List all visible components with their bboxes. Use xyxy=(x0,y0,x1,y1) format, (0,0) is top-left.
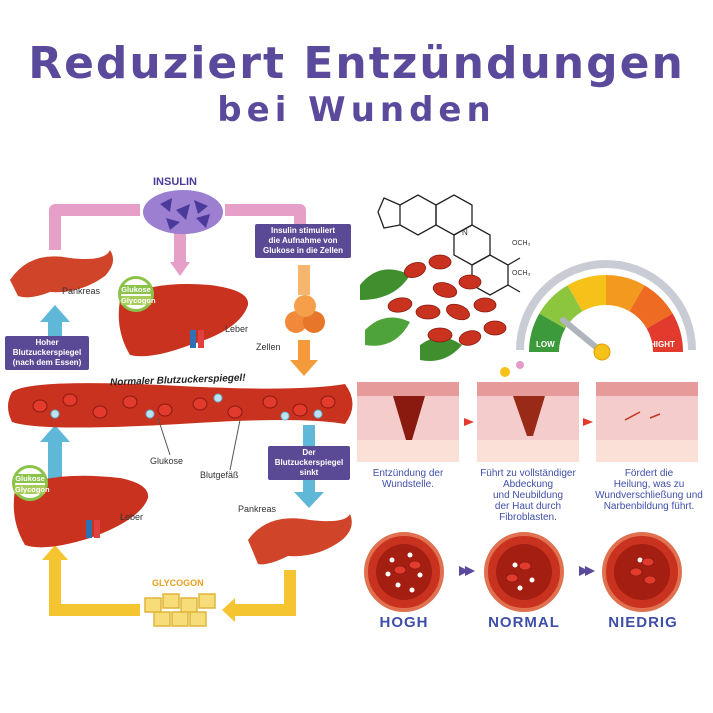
caption-line: Fördert die xyxy=(624,468,674,479)
molecule-label: OCH₃ xyxy=(512,240,531,247)
skin-step-caption-1: Entzündung der Wundstelle. xyxy=(352,468,464,490)
glucose-glycogon-badge-bottom: Glukose Glycogon xyxy=(12,465,50,501)
high-sugar-box: Hoher Blutzuckerspiegel (nach dem Essen) xyxy=(5,336,89,370)
caption-line: Wundverschließung und xyxy=(595,490,703,501)
caption-line: Heilung, was zu xyxy=(613,479,685,490)
blood-vessel-label: Blutgefäß xyxy=(200,470,239,480)
pancreas-bottom-label: Pankreas xyxy=(238,504,277,514)
caption-line: Abdeckung xyxy=(502,479,554,490)
page-subtitle: bei Wunden xyxy=(217,90,496,130)
level-label-high: HOGH xyxy=(379,614,429,631)
orange-arrow-bottom xyxy=(298,340,310,362)
insulin-box-line: Glukose in die Zellen xyxy=(262,246,344,255)
gauge-segment xyxy=(529,313,566,353)
glycogen-icon xyxy=(144,593,216,627)
orange-arrowhead xyxy=(290,360,318,376)
caption-line: und Neubildung xyxy=(492,490,564,501)
gauge-segment xyxy=(539,285,584,330)
liver-bottom-label: Leber xyxy=(120,512,144,522)
red-blood-cells xyxy=(32,393,336,419)
caption-line: der Haut durch xyxy=(494,501,562,512)
insulin-info-box: Insulin stimuliert die Aufnahme von Gluk… xyxy=(255,224,351,258)
sinkt-box-line: sinkt xyxy=(299,468,319,477)
insulin-box-line: Insulin stimuliert xyxy=(270,226,335,235)
caption-line: Führt zu vollständiger xyxy=(480,468,576,479)
high-box-line: (nach dem Essen) xyxy=(12,358,82,367)
blood-vessel-icon xyxy=(8,383,353,428)
pancreas-bottom-icon xyxy=(248,514,352,565)
berries-icon xyxy=(360,254,507,361)
level-label-normal: NORMAL xyxy=(488,614,560,631)
caption-line: Fibroblasten. xyxy=(499,512,557,523)
sugar-drops-box: Der Blutzuckerspiegel sinkt xyxy=(268,446,350,480)
molecule-label: OCH₃ xyxy=(512,270,531,277)
page-title: Reduziert Entzündungen xyxy=(28,38,685,89)
level-label-low: NIEDRIG xyxy=(608,614,678,631)
sinkt-box-line: Blutzuckerspiegel xyxy=(274,458,344,467)
glucose-glycogon-badge: Glukose Glycogon xyxy=(118,276,156,312)
gauge-segment xyxy=(605,275,645,312)
vessel-glucose-dots xyxy=(385,552,643,593)
liver-bottom-icon xyxy=(13,475,149,548)
skin-step-caption-3: Fördert die Heilung, was zu Wundverschli… xyxy=(588,468,710,512)
glucose-dots xyxy=(50,393,323,421)
liver-top-label: Leber xyxy=(225,324,249,334)
gauge-high-label: HIGHT xyxy=(650,340,675,349)
skin-step-caption-2: Führt zu vollständiger Abdeckung und Neu… xyxy=(466,468,590,523)
orange-arrow-top xyxy=(298,265,310,295)
sinkt-box-line: Der xyxy=(302,448,316,457)
pink-arrow xyxy=(49,204,306,262)
glucose-label: Glukose xyxy=(150,456,184,466)
gauge-segment xyxy=(628,285,673,330)
high-box-line: Hoher xyxy=(35,338,59,347)
molecule-label: N xyxy=(462,228,468,237)
badge-glukose: Glukose xyxy=(121,285,151,294)
cells-label: Zellen xyxy=(256,342,281,352)
pancreas-top-label: Pankreas xyxy=(62,286,101,296)
cells-icon xyxy=(285,295,325,333)
pink-arrowhead xyxy=(170,262,190,276)
pancreas-icon xyxy=(10,250,114,298)
glycogen-label: GLYCOGON xyxy=(152,578,204,588)
badge-glycogon: Glycogon xyxy=(15,485,50,494)
skin-panels xyxy=(357,361,698,462)
gauge-segments xyxy=(529,275,683,353)
vessel-rbc xyxy=(393,557,657,585)
blue-arrow-up-2 xyxy=(48,438,62,480)
caption-line: Entzündung der xyxy=(372,468,444,479)
high-box-line: Blutzuckerspiegel xyxy=(12,348,82,357)
caption-line: Narbenbildung führt. xyxy=(603,501,695,512)
gauge-low-label: LOW xyxy=(536,340,555,349)
gauge-icon xyxy=(516,260,696,351)
yellow-arrow-right xyxy=(230,570,296,616)
gauge-segment xyxy=(646,313,683,353)
insulin-label: INSULIN xyxy=(153,176,197,188)
gauge-segment xyxy=(567,275,607,312)
badge-glycogon: Glycogon xyxy=(121,296,156,305)
caption-line: Wundstelle. xyxy=(381,479,435,490)
badge-glukose: Glukose xyxy=(15,474,45,483)
yellow-arrow-left xyxy=(49,555,140,616)
insulin-box-line: die Aufnahme von xyxy=(268,236,338,245)
insulin-crystals-icon xyxy=(143,190,223,234)
gauge-hub xyxy=(593,343,611,361)
